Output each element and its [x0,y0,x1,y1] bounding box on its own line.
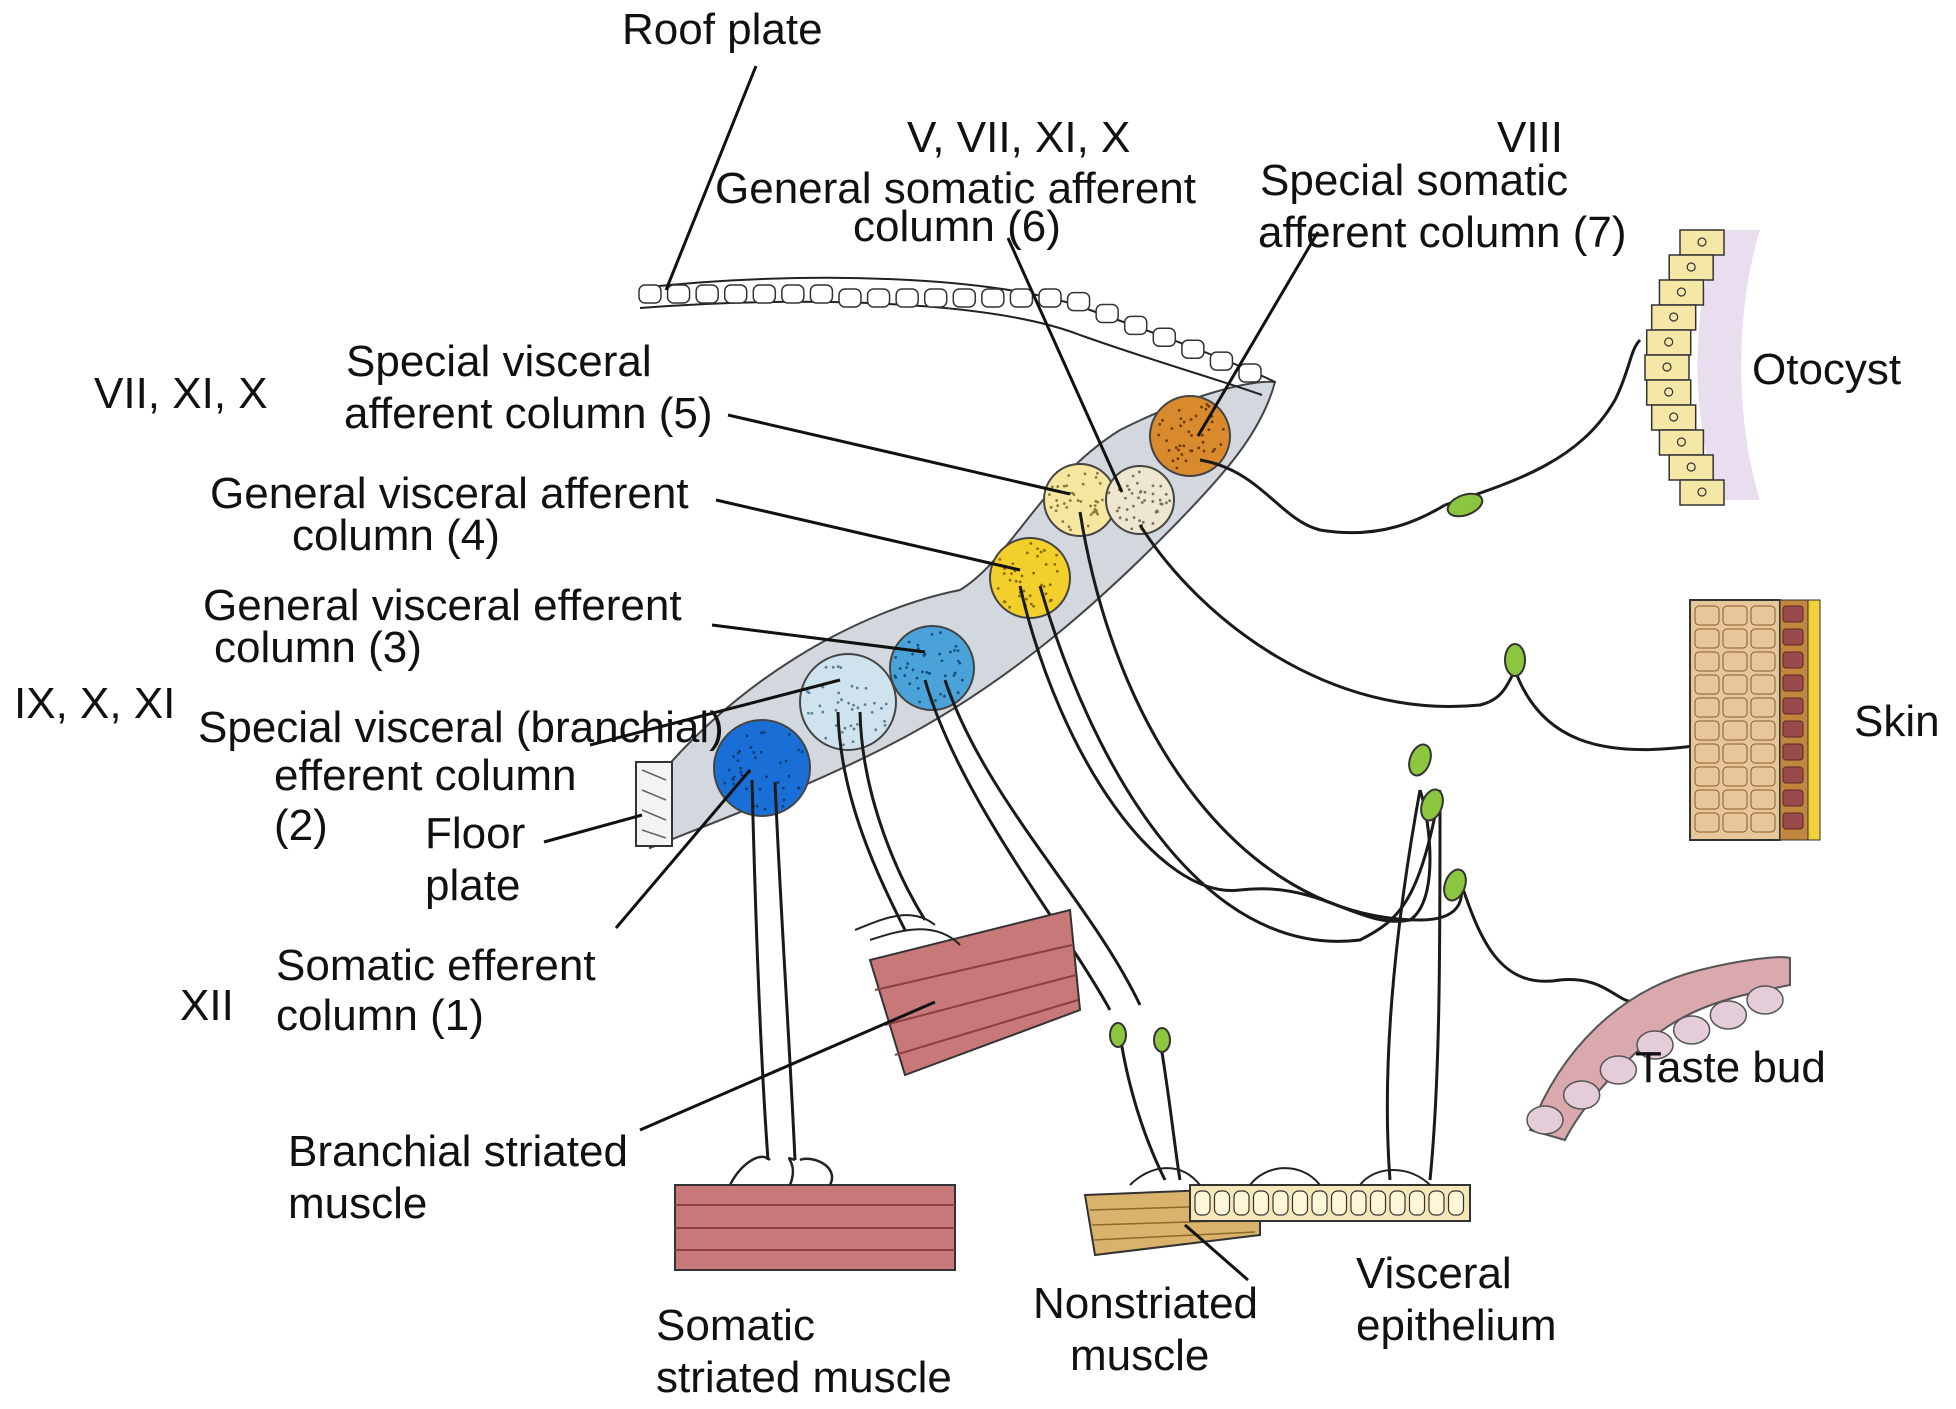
label-gsa-2: column (6) [853,202,1061,251]
label-gve-2: column (3) [214,623,422,672]
floor-plate-strip [636,762,672,846]
roof-plate-strip [639,278,1275,395]
label-nerves-sva: VII, XI, X [94,369,268,418]
label-otocyst: Otocyst [1752,345,1901,394]
label-sva-2: afferent column (5) [344,389,712,438]
branchial-muscle-tissue [855,910,1080,1075]
label-nonstriated-1: Nonstriated [1033,1279,1258,1328]
column-4-general-visceral-afferent [990,538,1070,618]
ganglion-cells [1110,489,1525,1052]
label-se-1: Somatic efferent [276,941,596,990]
label-floor-1: Floor [425,809,525,858]
label-nerves-sve: IX, X, XI [14,679,175,728]
label-sve-1: Special visceral (branchial) [198,703,724,752]
column-1-somatic-efferent [714,720,810,816]
label-somatic-2: striated muscle [656,1353,952,1402]
label-ssa-1: Special somatic [1260,156,1568,205]
label-sva-1: Special visceral [346,337,652,386]
label-se-2: column (1) [276,991,484,1040]
label-taste-bud: Taste bud [1635,1043,1826,1092]
visceral-tissue [1085,1168,1470,1255]
label-nerves-ssa: VIII [1497,113,1563,162]
otocyst-tissue [1645,230,1760,505]
label-sve-2: efferent column [274,751,576,800]
text-labels: Roof plate V, VII, XI, X General somatic… [14,5,1940,1402]
label-sve-3: (2) [274,801,328,850]
label-roof-plate: Roof plate [622,5,823,54]
label-nerves-gsa: V, VII, XI, X [907,113,1130,162]
somatic-muscle-tissue [675,1157,955,1270]
label-visceral-1: Visceral [1356,1249,1512,1298]
label-branchial-2: muscle [288,1179,427,1228]
label-gva-2: column (4) [292,511,500,560]
label-nonstriated-2: muscle [1070,1331,1209,1380]
label-branchial-1: Branchial striated [288,1127,628,1176]
label-skin: Skin [1854,697,1940,746]
label-floor-2: plate [425,861,520,910]
label-somatic-1: Somatic [656,1301,815,1350]
skin-tissue [1690,600,1820,840]
label-visceral-2: epithelium [1356,1301,1557,1350]
label-ssa-2: afferent column (7) [1258,208,1626,257]
label-nerves-se: XII [180,981,234,1030]
